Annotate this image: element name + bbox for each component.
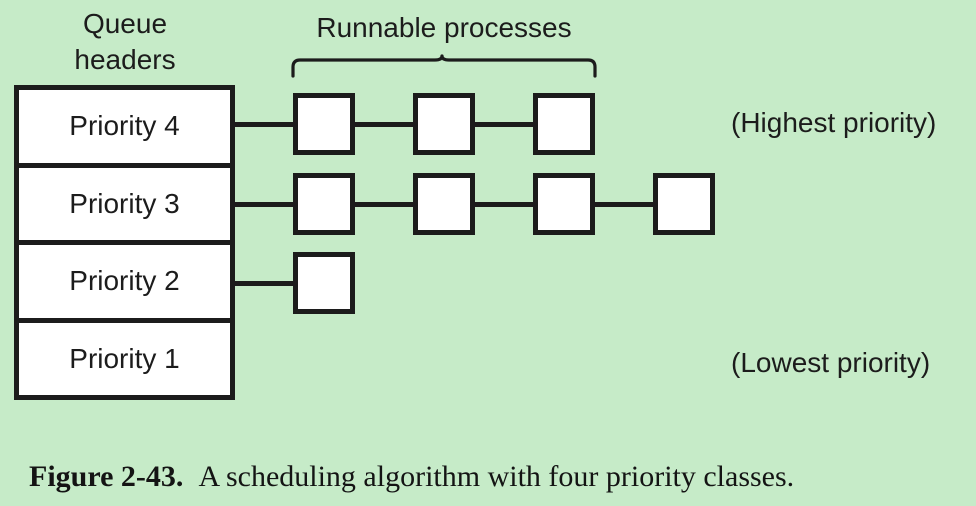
- process-box[interactable]: [413, 173, 475, 235]
- process-box[interactable]: [413, 93, 475, 155]
- queue-headers-heading-line1: Queue: [82, 8, 168, 39]
- queue-header-row-priority-1[interactable]: Priority 1: [19, 317, 230, 396]
- figure-caption-number: Figure 2-43.: [29, 460, 184, 493]
- queue-header-label-priority-4: Priority 4: [69, 110, 180, 142]
- queue-headers-heading-line2: headers: [74, 44, 176, 75]
- queue-link-segment: [595, 201, 653, 207]
- queue-link-segment: [475, 201, 533, 207]
- lowest-priority-note: (Lowest priority): [731, 347, 931, 378]
- figure-caption: Figure 2-43. A scheduling algorithm with…: [29, 457, 959, 497]
- queue-link-head: [235, 280, 293, 286]
- process-chain-priority-3: [235, 173, 715, 235]
- process-box[interactable]: [653, 173, 715, 235]
- queue-header-label-priority-3: Priority 3: [69, 187, 180, 219]
- queue-link-head: [235, 201, 293, 207]
- process-box[interactable]: [293, 252, 355, 314]
- queue-link-segment: [475, 121, 533, 127]
- queue-header-label-priority-2: Priority 2: [69, 265, 180, 297]
- queue-header-row-priority-4[interactable]: Priority 4: [19, 90, 230, 163]
- queue-header-label-priority-1: Priority 1: [69, 342, 180, 374]
- queue-header-row-priority-3[interactable]: Priority 3: [19, 162, 230, 241]
- queue-link-head: [235, 121, 293, 127]
- process-box[interactable]: [293, 173, 355, 235]
- queue-headers-table: Priority 4 Priority 3 Priority 2 Priorit…: [14, 85, 235, 400]
- process-box[interactable]: [533, 93, 595, 155]
- process-chain-priority-2: [235, 252, 355, 314]
- runnable-processes-brace: [291, 54, 597, 78]
- highest-priority-note: (Highest priority): [731, 107, 937, 138]
- figure-caption-text: A scheduling algorithm with four priorit…: [183, 460, 795, 493]
- queue-link-segment: [355, 201, 413, 207]
- queue-link-segment: [355, 121, 413, 127]
- process-box[interactable]: [293, 93, 355, 155]
- process-box[interactable]: [533, 173, 595, 235]
- process-chain-priority-4: [235, 93, 595, 155]
- runnable-processes-heading: Runnable processes: [316, 12, 572, 43]
- queue-header-row-priority-2[interactable]: Priority 2: [19, 240, 230, 318]
- queue-headers-heading: Queue headers: [20, 6, 230, 78]
